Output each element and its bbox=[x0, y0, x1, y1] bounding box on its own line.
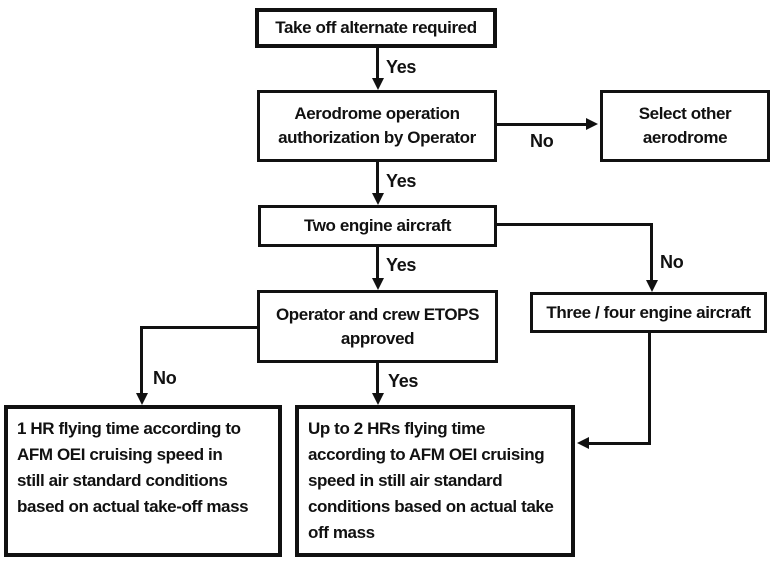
edge-line-two-engine-to-etops bbox=[376, 247, 379, 280]
arrowhead-down-icon bbox=[136, 393, 148, 405]
edge-line-authorization-to-two-engine bbox=[376, 162, 379, 195]
node-1hr-flying-time: 1 HR flying time according to AFM OEI cr… bbox=[4, 405, 282, 557]
edge-label-yes-3: Yes bbox=[386, 255, 417, 275]
arrowhead-down-icon bbox=[372, 278, 384, 290]
arrowhead-left-icon bbox=[577, 437, 589, 449]
arrowhead-down-icon bbox=[372, 78, 384, 90]
node-aerodrome-operation-authorization: Aerodrome operation authorization by Ope… bbox=[257, 90, 497, 162]
node-take-off-alternate-required: Take off alternate required bbox=[255, 8, 497, 48]
arrowhead-down-icon bbox=[372, 193, 384, 205]
edge-line-two-engine-branch-right bbox=[497, 223, 653, 226]
edge-line-down-to-three-four bbox=[650, 223, 653, 281]
edge-label-no-select: No bbox=[530, 131, 554, 151]
edge-line-down-to-1hr bbox=[140, 326, 143, 394]
edge-line-etops-branch-left bbox=[140, 326, 257, 329]
edge-label-yes-1: Yes bbox=[386, 57, 417, 77]
edge-label-no-three-four: No bbox=[660, 252, 684, 272]
edge-line-three-four-into-2hrs bbox=[588, 442, 651, 445]
edge-label-no-one-hr: No bbox=[153, 368, 177, 388]
node-select-other-aerodrome: Select other aerodrome bbox=[600, 90, 770, 162]
node-up-to-2hrs-flying-time: Up to 2 HRs flying time according to AFM… bbox=[295, 405, 575, 557]
edge-label-yes-2: Yes bbox=[386, 171, 417, 191]
arrowhead-right-icon bbox=[586, 118, 598, 130]
node-three-four-engine-aircraft: Three / four engine aircraft bbox=[530, 292, 767, 333]
node-two-engine-aircraft: Two engine aircraft bbox=[258, 205, 497, 247]
edge-line-alternate-to-authorization bbox=[376, 48, 379, 80]
arrowhead-down-icon bbox=[372, 393, 384, 405]
edge-line-authorization-to-select-other bbox=[497, 123, 588, 126]
node-operator-crew-etops-approved: Operator and crew ETOPS approved bbox=[257, 290, 498, 363]
edge-line-three-four-down bbox=[648, 333, 651, 445]
edge-label-yes-4: Yes bbox=[388, 371, 419, 391]
edge-line-etops-to-2hrs bbox=[376, 363, 379, 394]
arrowhead-down-icon bbox=[646, 280, 658, 292]
